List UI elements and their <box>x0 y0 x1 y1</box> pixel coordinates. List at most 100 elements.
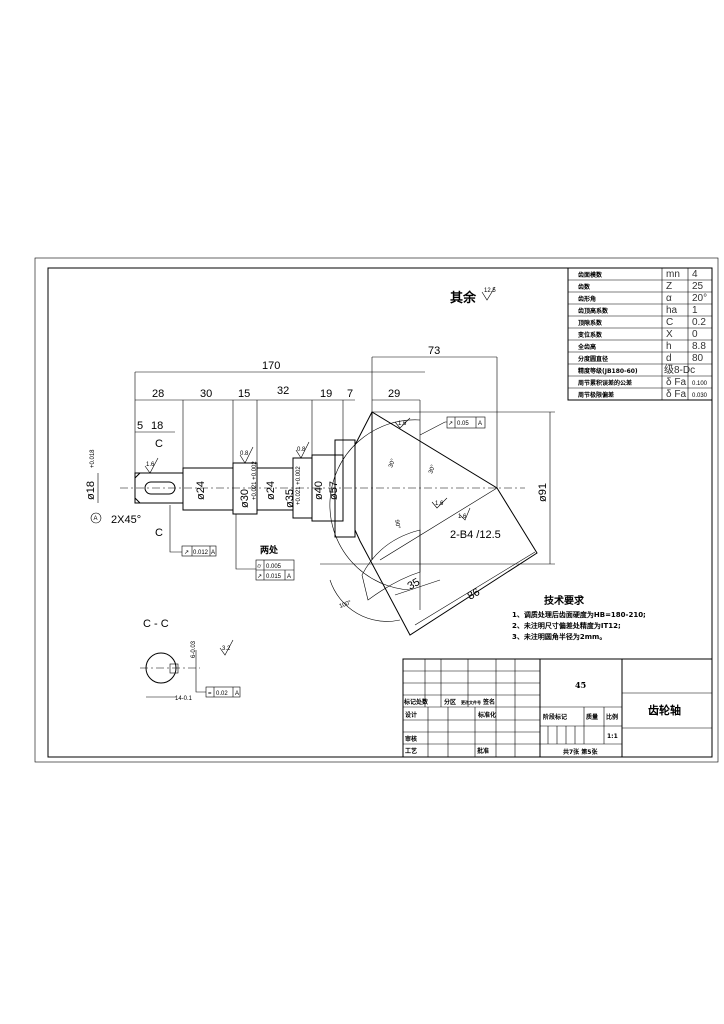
svg-text:=: = <box>208 691 212 697</box>
dim-18: 18 <box>151 420 163 432</box>
dim-15: 15 <box>238 388 250 400</box>
keyway <box>144 481 176 495</box>
svg-text:1.6: 1.6 <box>146 462 155 468</box>
svg-text:↗: ↗ <box>257 574 262 580</box>
svg-text:1.6: 1.6 <box>435 501 444 507</box>
param-row: 分度圆直径 d 80 <box>578 353 704 364</box>
dim-29: 29 <box>388 388 400 400</box>
svg-text:比例: 比例 <box>606 713 618 721</box>
svg-text:0.012: 0.012 <box>193 550 209 556</box>
svg-text:标记: 标记 <box>403 698 416 706</box>
svg-text:1.6: 1.6 <box>398 421 407 427</box>
outer-frame <box>34 257 719 763</box>
dimension-lines <box>97 356 555 626</box>
tech-item: 1、调质处理后齿面硬度为HB=180-210; <box>512 610 646 619</box>
svg-text:审核: 审核 <box>405 735 417 743</box>
dim-dia35: ø35 <box>284 489 296 508</box>
svg-text:阶段标记: 阶段标记 <box>543 713 567 721</box>
svg-text:0.05: 0.05 <box>457 421 469 427</box>
param-label: 齿数 <box>578 283 591 291</box>
material: 45 <box>575 680 586 690</box>
two-places-note: 两处 <box>260 544 279 556</box>
dim-dia18: ø18 <box>85 481 97 500</box>
angle-30b: 30° <box>428 464 437 475</box>
angle-30a: 30° <box>388 458 397 469</box>
dim-35: 35 <box>406 576 423 593</box>
dim-dia91: ø91 <box>537 483 549 502</box>
svg-text:A: A <box>235 691 239 697</box>
roughness-icon <box>431 497 448 509</box>
section-c-bottom: C <box>155 527 163 539</box>
datum-label: A <box>94 516 98 522</box>
param-value: 0.100 <box>692 381 708 387</box>
param-value: 0 <box>692 329 698 340</box>
roughness-icon <box>144 457 159 474</box>
param-value: 0.030 <box>692 393 708 399</box>
dim-32: 32 <box>277 385 289 397</box>
svg-text:质量: 质量 <box>586 713 598 721</box>
param-symbol: d <box>666 353 672 364</box>
param-value: 0.2 <box>692 317 706 328</box>
param-label: 分度圆直径 <box>578 355 608 363</box>
param-value: 1 <box>692 305 698 316</box>
param-label: 变位系数 <box>578 331 603 339</box>
param-symbol: h <box>666 341 672 352</box>
tol-dia35: +0.021 +0.002 <box>296 466 302 505</box>
param-value: 级8-Dc <box>664 364 695 376</box>
param-symbol: Z <box>666 281 672 292</box>
param-label: 顶隙系数 <box>578 319 603 327</box>
param-symbol: δ Fa <box>666 377 686 388</box>
param-symbol: C <box>666 317 673 328</box>
param-value: 4 <box>692 269 698 280</box>
param-label: 全齿高 <box>577 343 596 351</box>
tol-dia18: +0.018 <box>90 449 96 468</box>
roughness-marks: 1.6 0.8 0.8 1.6 1.6 1.6 3.2 <box>144 417 471 656</box>
roughness-icon <box>239 446 254 464</box>
param-label: 精度等级(JB180-60) <box>578 367 638 375</box>
param-label: 齿形角 <box>578 295 596 303</box>
roughness-icon <box>394 417 411 429</box>
svg-text:更改文件号: 更改文件号 <box>461 699 481 705</box>
tol-dia30: +0.021 +0.002 <box>252 461 258 500</box>
svg-text:A: A <box>287 574 291 580</box>
angle-90: 90° <box>393 519 401 530</box>
angle-100: 100° <box>339 600 353 610</box>
dim-28: 28 <box>152 388 164 400</box>
dim-dia24a: ø24 <box>195 481 207 500</box>
param-value: 80 <box>692 353 704 364</box>
param-symbol: α <box>666 293 672 304</box>
svg-text:6-0.03: 6-0.03 <box>191 640 197 658</box>
roughness-icon <box>219 639 234 656</box>
title-block: 标记 处数 分区 更改文件号 签名 设计 标准化 审核 工艺 批准 45 阶段标… <box>402 658 713 758</box>
svg-text:0.02: 0.02 <box>216 691 228 697</box>
svg-text:A: A <box>478 421 482 427</box>
roughness-icon <box>481 286 496 301</box>
dim-dia30: ø30 <box>239 489 251 508</box>
surface-note-label: 其余 <box>450 290 477 306</box>
param-row: 顶隙系数 C 0.2 <box>578 317 706 328</box>
dimension-labels: 170 28 30 15 32 19 7 5 18 73 29 35 86 ø1… <box>85 345 549 610</box>
svg-text:批准: 批准 <box>477 747 489 755</box>
svg-text:1.6: 1.6 <box>458 514 467 520</box>
datum-circle <box>90 512 102 524</box>
dim-5: 5 <box>137 420 143 432</box>
tech-item: 3、未注明圆角半径为2mm。 <box>512 632 606 641</box>
svg-text:↗: ↗ <box>184 550 189 556</box>
svg-text:0.8: 0.8 <box>240 451 249 457</box>
param-label: 周节极限偏差 <box>578 391 614 399</box>
tech-item: 2、未注明尺寸偏差处精度为IT12; <box>512 621 621 630</box>
svg-text:3.2: 3.2 <box>222 646 231 652</box>
scale: 1:1 <box>607 733 618 740</box>
dim-73: 73 <box>428 345 440 357</box>
tech-title: 技术要求 <box>544 594 585 607</box>
svg-text:0.8: 0.8 <box>297 447 306 453</box>
